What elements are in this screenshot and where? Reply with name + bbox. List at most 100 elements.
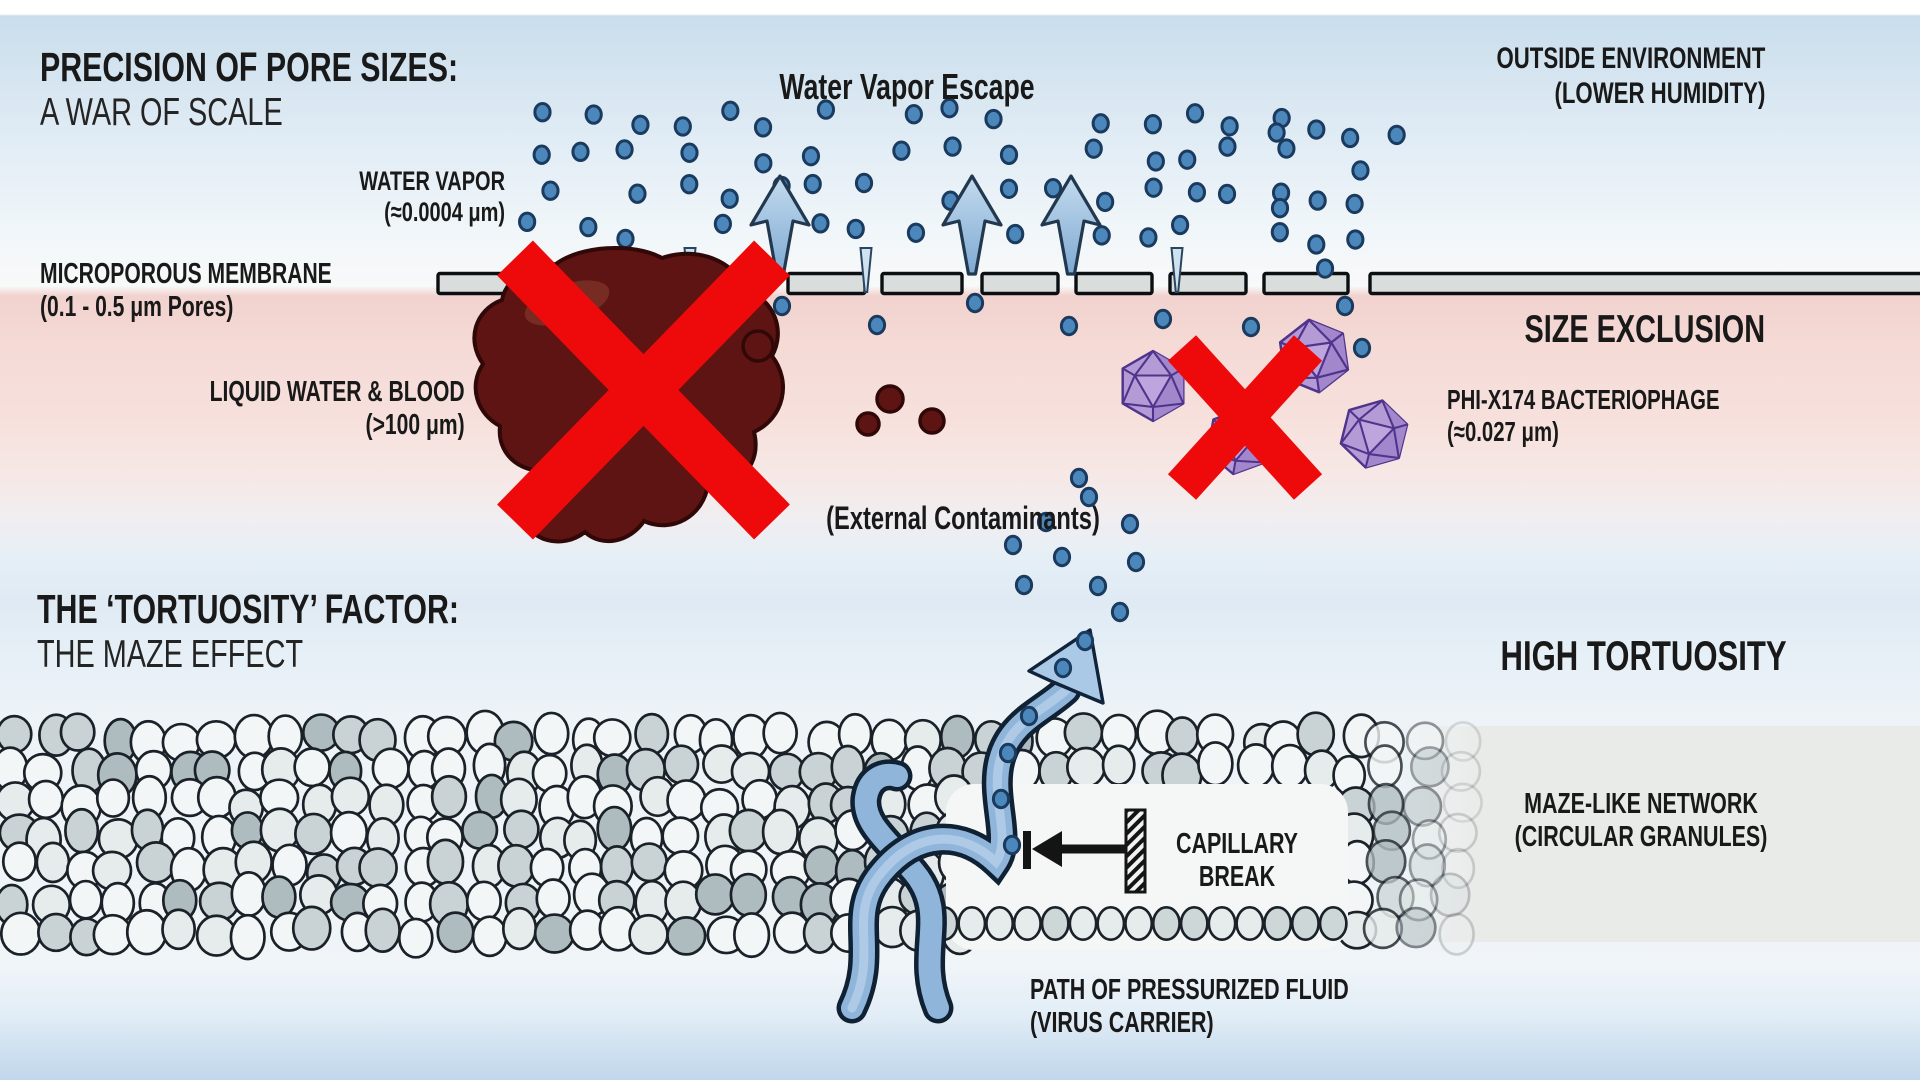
vapor-dot	[615, 139, 634, 160]
bottom-title-line1: THE ‘TORTUOSITY’ FACTOR:	[37, 586, 459, 632]
blocked-x-icon-blood	[497, 240, 790, 540]
granule	[762, 711, 799, 755]
capillary-line2: BREAK	[1198, 861, 1276, 894]
bottom-title-line2: THE MAZE EFFECT	[37, 633, 304, 677]
vapor-dot	[1052, 546, 1072, 568]
granule	[1290, 905, 1320, 942]
granule	[503, 809, 540, 850]
vapor-dot	[892, 140, 911, 161]
granule	[358, 847, 398, 889]
vapor-dot	[1241, 316, 1261, 338]
granule	[125, 908, 168, 956]
granule	[1441, 847, 1476, 890]
granule	[465, 880, 503, 922]
vapor-dot	[571, 141, 590, 163]
vapor-dot	[965, 292, 985, 314]
vapor-dot	[720, 188, 739, 209]
granule	[95, 778, 131, 818]
granule	[1409, 746, 1450, 788]
vapor-dot	[1096, 191, 1115, 213]
water-vapor-line1: WATER VAPOR	[359, 166, 505, 196]
granule	[533, 711, 570, 756]
granule	[634, 712, 670, 756]
vapor-dot	[1345, 193, 1364, 215]
granule	[64, 807, 100, 854]
vapor-dot	[1270, 197, 1290, 219]
vapor-dot	[721, 100, 740, 122]
granule	[761, 808, 799, 856]
granule-band-graphic	[0, 709, 1483, 961]
bacteriophage-graphic	[1121, 314, 1413, 500]
vapor-dot	[754, 153, 773, 174]
granule	[330, 776, 371, 817]
granule	[68, 879, 103, 920]
pressurized-fluid-path-label: PATH OF PRESSURIZED FLUID (VIRUS CARRIER…	[1030, 974, 1349, 1041]
granule	[1, 841, 37, 882]
path-line1: PATH OF PRESSURIZED FLUID	[1030, 974, 1349, 1006]
granule	[261, 875, 297, 919]
granule	[661, 816, 700, 856]
granule	[1263, 905, 1293, 942]
membrane-segment	[1262, 271, 1350, 296]
granule	[430, 774, 468, 819]
vapor-dot	[772, 295, 792, 317]
vapor-dot	[1146, 151, 1165, 172]
vapor-dot	[904, 104, 923, 125]
vapor-dot	[854, 172, 874, 194]
granule	[1442, 782, 1483, 823]
granule	[1395, 906, 1437, 949]
vapor-dot	[1187, 182, 1207, 203]
membrane-segment	[980, 271, 1060, 296]
vapor-dot	[680, 142, 699, 163]
granule	[27, 779, 65, 820]
vapor-dot	[1185, 103, 1205, 124]
granule	[1444, 721, 1482, 762]
vapor-dot	[1084, 138, 1103, 159]
granule	[1063, 712, 1104, 753]
vapor-dot	[1307, 234, 1326, 255]
membrane-segment	[1168, 271, 1248, 296]
water-vapor-line2: (≈0.0004 μm)	[384, 197, 505, 228]
granule	[1068, 905, 1098, 942]
granule	[35, 841, 71, 884]
vapor-dot	[680, 173, 699, 195]
vapor-dot	[1170, 214, 1190, 236]
vapor-dot	[1218, 136, 1237, 157]
granule	[0, 714, 33, 754]
maze-label-panel	[1398, 726, 1920, 942]
granule	[1411, 818, 1448, 860]
capillary-line1: CAPILLARY	[1175, 828, 1299, 860]
vapor-dot	[906, 222, 926, 243]
granule	[92, 913, 133, 956]
liquid-line2: (>100 μm)	[365, 408, 465, 441]
vapor-dot	[1153, 308, 1173, 330]
granule	[596, 805, 633, 852]
vapor-dot	[846, 218, 865, 240]
vapor-dot	[1003, 534, 1023, 556]
liquid-water-blood-label: LIQUID WATER & BLOOD (>100 μm)	[210, 376, 465, 442]
vapor-dot	[999, 144, 1019, 166]
high-tortuosity-label: HIGH TORTUOSITY	[1500, 632, 1787, 679]
granule	[1296, 711, 1336, 757]
vapor-dot	[1014, 574, 1034, 596]
vapor-dot	[673, 116, 692, 137]
vapor-dot	[1315, 258, 1335, 279]
granule	[461, 810, 499, 850]
granule	[1318, 905, 1348, 942]
small-granule-row	[929, 905, 1348, 942]
granule	[1040, 905, 1070, 942]
blocked-x-icon-phage	[1167, 335, 1323, 500]
liquid-line1: LIQUID WATER & BLOOD	[209, 376, 465, 408]
vapor-dot	[816, 99, 836, 120]
granule	[1179, 905, 1209, 942]
granule	[1151, 905, 1181, 942]
phage-label: PHI-X174 BACTERIOPHAGE (≈0.027 μm)	[1447, 384, 1720, 447]
granule	[135, 841, 177, 884]
vapor-dot	[1053, 657, 1073, 679]
membrane-segment	[1074, 271, 1154, 296]
granule	[59, 712, 96, 752]
granule	[1101, 744, 1136, 786]
granule	[1065, 746, 1106, 788]
outside-environment-line2: (LOWER HUMIDITY)	[1554, 76, 1765, 110]
